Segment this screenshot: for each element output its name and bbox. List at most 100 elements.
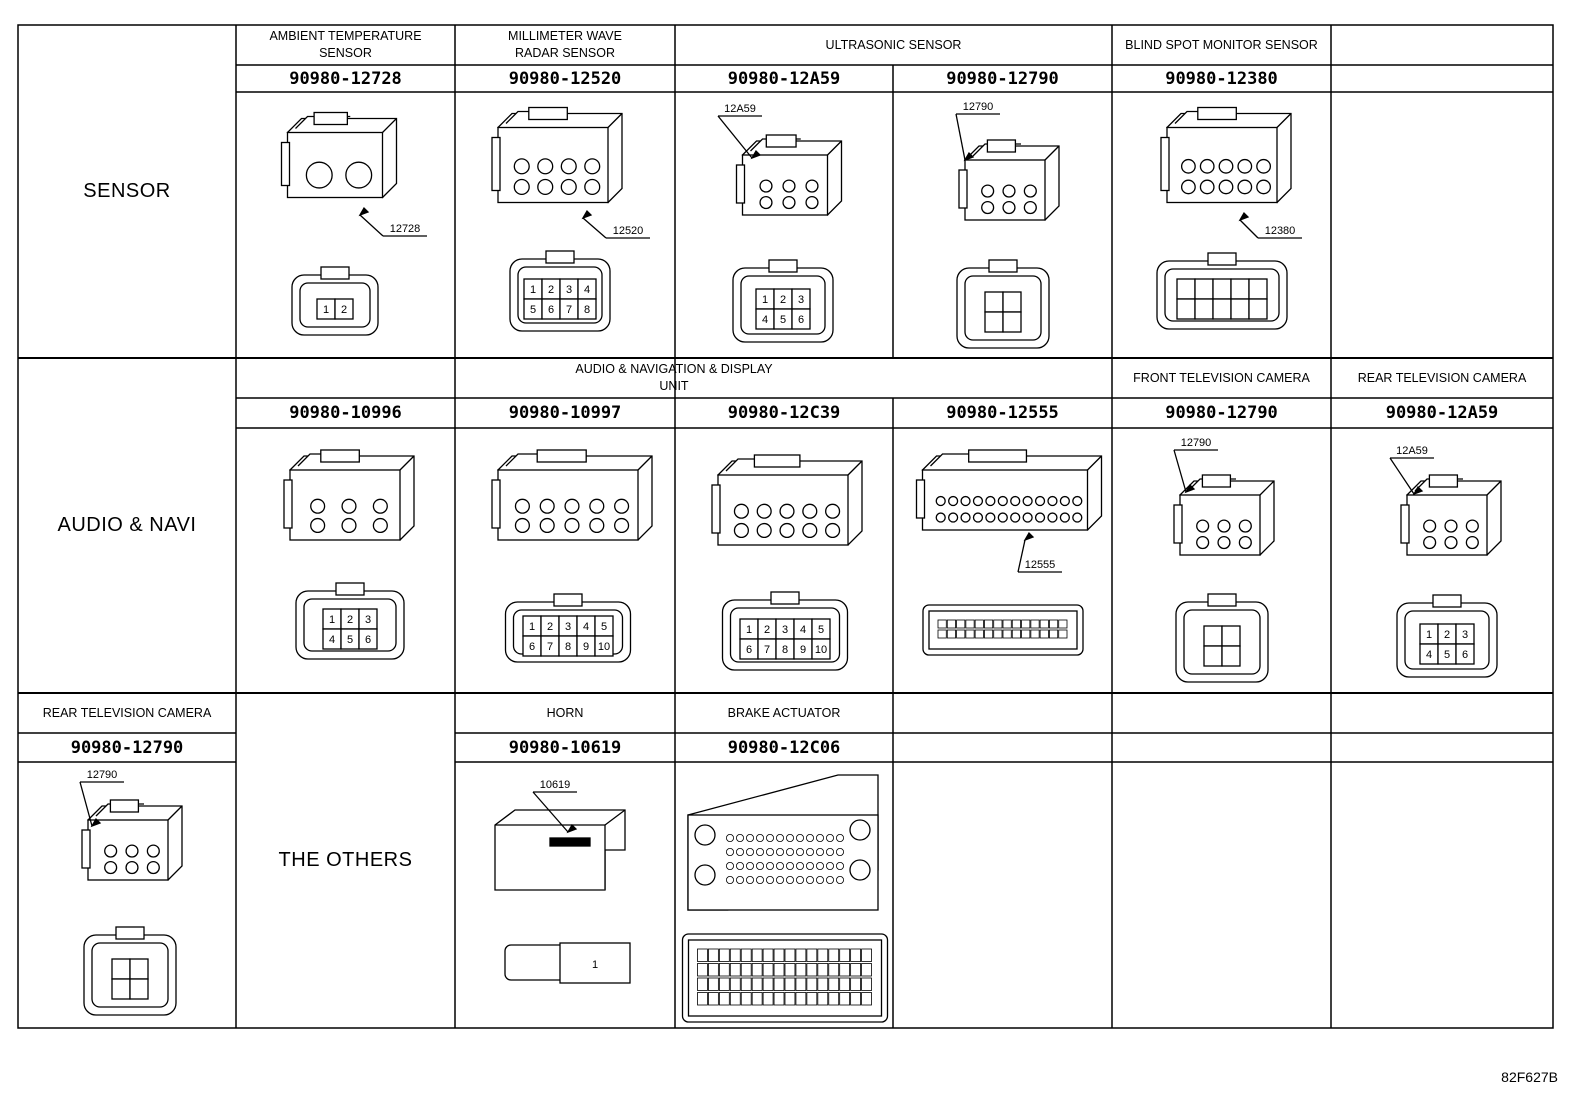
label-text: 4	[329, 634, 335, 646]
label-text: 12380	[1265, 225, 1296, 237]
category-audio-navi: AUDIO & NAVI	[57, 514, 197, 536]
label-text: 12790	[1181, 437, 1212, 449]
label-text: 5	[1444, 649, 1450, 661]
connector-12380-face	[1156, 252, 1288, 330]
label-text: 3	[1462, 629, 1468, 641]
part-number: 90980-12A59	[727, 68, 841, 89]
connector-12555-iso: 12555	[915, 449, 1103, 573]
part-number: 90980-12790	[946, 68, 1059, 89]
header-ultrasonic-sensor: ULTRASONIC SENSOR	[825, 37, 962, 52]
part-number: 90980-10619	[508, 737, 622, 758]
label-text: 3	[365, 614, 371, 626]
drawing-code: 82F627B	[1501, 1069, 1558, 1085]
header-audio-navigation-display-unit: AUDIO & NAVIGATION & DISPLAY UNIT	[575, 362, 773, 393]
category-the-others: THE OTHERS	[278, 849, 413, 871]
part-number: 90980-10996	[289, 403, 402, 423]
label-text: 1	[329, 614, 335, 626]
label-text: 2	[548, 284, 554, 296]
label-text: 8	[782, 644, 788, 656]
connector-12380-iso: 12380	[1160, 106, 1302, 239]
label-text: 3	[782, 624, 788, 636]
connector-12790-face	[956, 259, 1050, 349]
label-text: 5	[818, 624, 824, 636]
connector-10996-iso	[283, 449, 415, 541]
label-text: 1	[1426, 629, 1432, 641]
label-text: 7	[764, 644, 770, 656]
connector-10619-face: 1	[504, 942, 631, 984]
connector-12790-face	[1175, 593, 1269, 683]
label-text: 4	[584, 284, 590, 296]
connector-12790-iso: 12790	[1173, 437, 1275, 556]
label-text: 3	[798, 294, 804, 306]
connector-12520-iso: 12520	[491, 106, 650, 239]
part-number: 90980-12C06	[727, 737, 841, 758]
label-text: 10619	[540, 779, 571, 791]
label-text: 6	[365, 634, 371, 646]
label-text: 8	[584, 304, 590, 316]
label-text: 5	[530, 304, 536, 316]
label-text: 1	[530, 284, 536, 296]
label-text: 8	[565, 641, 571, 653]
header-front-television-camera: FRONT TELEVISION CAMERA	[1133, 370, 1310, 385]
label-text: 2	[341, 304, 347, 316]
connector-12790-iso: 12790	[79, 769, 183, 881]
label-text: 7	[566, 304, 572, 316]
connector-12C06-iso	[687, 774, 879, 911]
label-text: 12790	[87, 769, 118, 781]
label-text: 1	[746, 624, 752, 636]
connector-10619-iso: 10619	[494, 779, 626, 891]
label-text: 4	[1426, 649, 1432, 661]
header-blind-spot-monitor-sensor: BLIND SPOT MONITOR SENSOR	[1125, 37, 1318, 52]
part-number: 90980-12380	[1165, 68, 1278, 89]
label-text: 5	[780, 314, 786, 326]
label-text: 12790	[963, 101, 994, 113]
label-text: 2	[764, 624, 770, 636]
label-text: 5	[601, 621, 607, 633]
part-number: 90980-12C39	[727, 403, 841, 423]
part-number: 90980-12790	[70, 737, 184, 758]
header-horn: HORN	[546, 705, 584, 720]
label-text: 6	[1462, 649, 1468, 661]
connector-10997-iso	[491, 449, 653, 541]
header-rear-television-camera: REAR TELEVISION CAMERA	[42, 705, 212, 720]
connector-12C06-face	[681, 933, 889, 1023]
label-text: 4	[762, 314, 768, 326]
label-text: 9	[800, 644, 806, 656]
connector-12790-face	[83, 926, 177, 1016]
label-text: 12A59	[1396, 445, 1428, 457]
label-text: 1	[762, 294, 768, 306]
label-text: 6	[798, 314, 804, 326]
part-number: 90980-12A59	[1385, 403, 1499, 423]
part-number: 90980-12790	[1165, 403, 1278, 423]
label-text: 4	[800, 624, 806, 636]
label-text: 12728	[390, 223, 421, 235]
label-text: 6	[548, 304, 554, 316]
connector-12A59-iso: 12A59	[717, 103, 843, 216]
category-sensor: SENSOR	[83, 180, 171, 202]
label-text: 6	[529, 641, 535, 653]
label-text: 3	[565, 621, 571, 633]
label-text: 1	[323, 304, 329, 316]
label-text: 1	[592, 959, 598, 971]
part-number: 90980-12728	[289, 68, 402, 89]
label-text: 6	[746, 644, 752, 656]
label-text: 12555	[1025, 559, 1056, 571]
part-number: 90980-12520	[508, 68, 622, 89]
header-rear-television-camera: REAR TELEVISION CAMERA	[1357, 370, 1527, 385]
label-text: 12520	[613, 225, 644, 237]
connector-12728-iso: 12728	[280, 111, 427, 237]
label-text: 12A59	[724, 103, 756, 115]
header-millimeter-wave-radar-sensor: MILLIMETER WAVE RADAR SENSOR	[508, 29, 622, 60]
label-text: 10	[815, 644, 827, 656]
label-text: 2	[347, 614, 353, 626]
connector-12C39-iso	[711, 454, 863, 546]
